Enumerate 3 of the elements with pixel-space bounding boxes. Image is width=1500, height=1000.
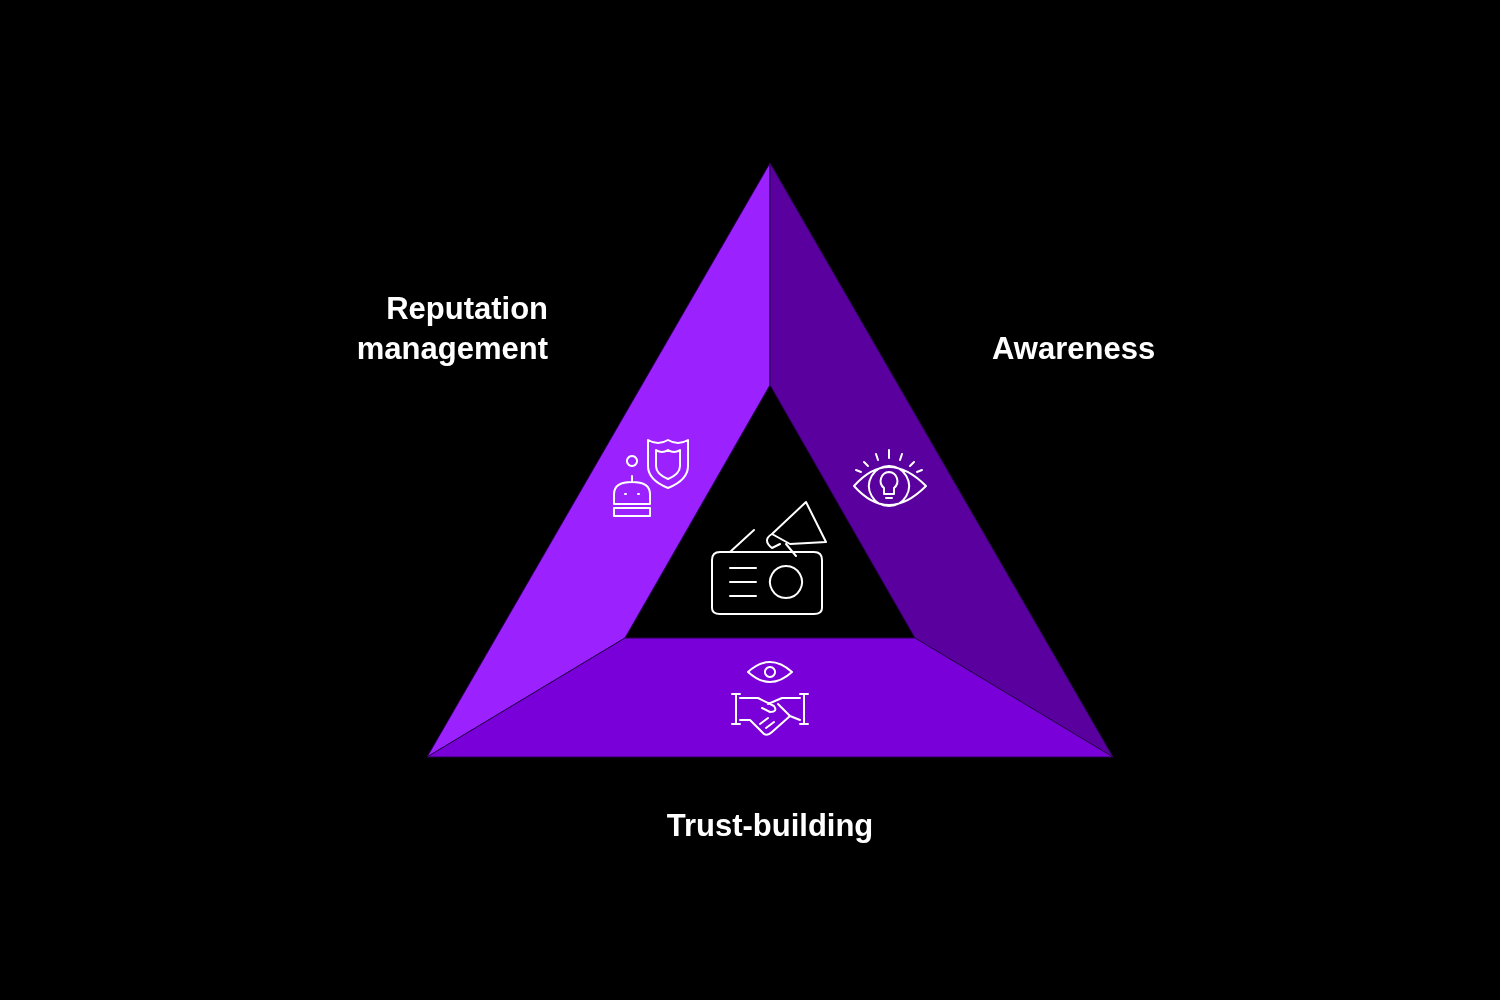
side-label: Reputation management [355,290,548,368]
side-label: Awareness [992,330,1157,368]
side-label: Trust-building [665,807,875,845]
